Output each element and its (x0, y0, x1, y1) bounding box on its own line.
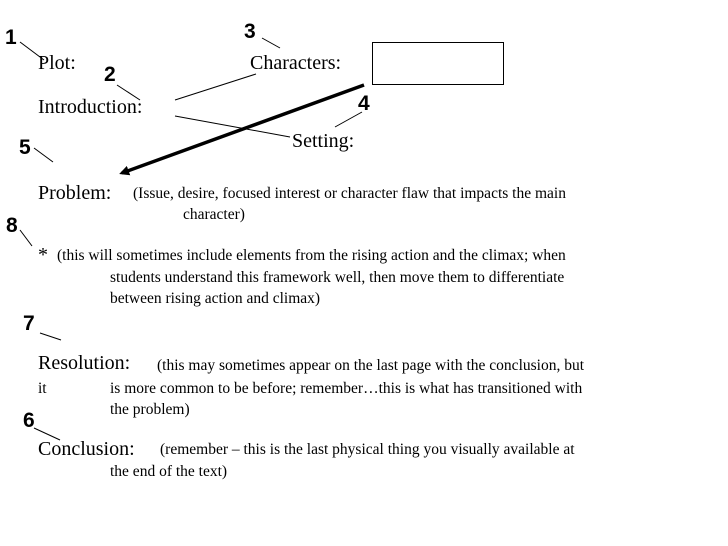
resolution-note-line-2: is more common to be before; remember…th… (110, 380, 583, 397)
marker-6: 6 (23, 409, 35, 432)
marker-3: 3 (244, 20, 256, 43)
marker-5: 5 (19, 136, 31, 159)
problem-note-line-2: character) (183, 206, 245, 223)
conclusion-note-line-2: the end of the text) (110, 463, 228, 480)
star-note-line-1: (this will sometimes include elements fr… (57, 247, 566, 264)
marker-4: 4 (358, 92, 370, 115)
problem-note-line-1: (Issue, desire, focused interest or char… (133, 185, 566, 202)
intro-to-setting-line (174, 115, 291, 138)
problem-label: Problem: (38, 182, 112, 204)
resolution-note-line-1: (this may sometimes appear on the last p… (157, 357, 585, 374)
conclusion-note-line-1: (remember – this is the last physical th… (160, 441, 575, 458)
star-note-line-3: between rising action and climax) (110, 290, 321, 307)
characters-label: Characters: (250, 52, 342, 74)
conclusion-label: Conclusion: (38, 438, 135, 460)
resolution-label: Resolution: (38, 352, 131, 374)
leader-line-2 (116, 84, 141, 101)
leader-line-6 (33, 427, 61, 441)
marker-2: 2 (104, 63, 116, 86)
marker-7: 7 (23, 312, 35, 335)
asterisk-mark: * (38, 244, 48, 266)
marker-8: 8 (6, 214, 18, 237)
problem-arrow (119, 83, 365, 176)
characters-box (372, 42, 504, 85)
resolution-note-line-2-start: it (38, 380, 47, 397)
plot-label: Plot: (38, 52, 76, 74)
leader-line-1 (19, 41, 45, 61)
setting-label: Setting: (292, 130, 355, 152)
leader-line-4 (334, 111, 363, 128)
leader-line-3 (261, 37, 281, 49)
intro-to-characters-line (174, 73, 257, 101)
leader-line-8 (19, 229, 33, 247)
leader-line-5 (33, 147, 54, 163)
star-note-line-2: students understand this framework well,… (110, 269, 565, 286)
introduction-label: Introduction: (38, 96, 143, 118)
leader-line-7 (39, 332, 62, 341)
resolution-note-line-3: the problem) (110, 401, 190, 418)
marker-1: 1 (5, 26, 17, 49)
